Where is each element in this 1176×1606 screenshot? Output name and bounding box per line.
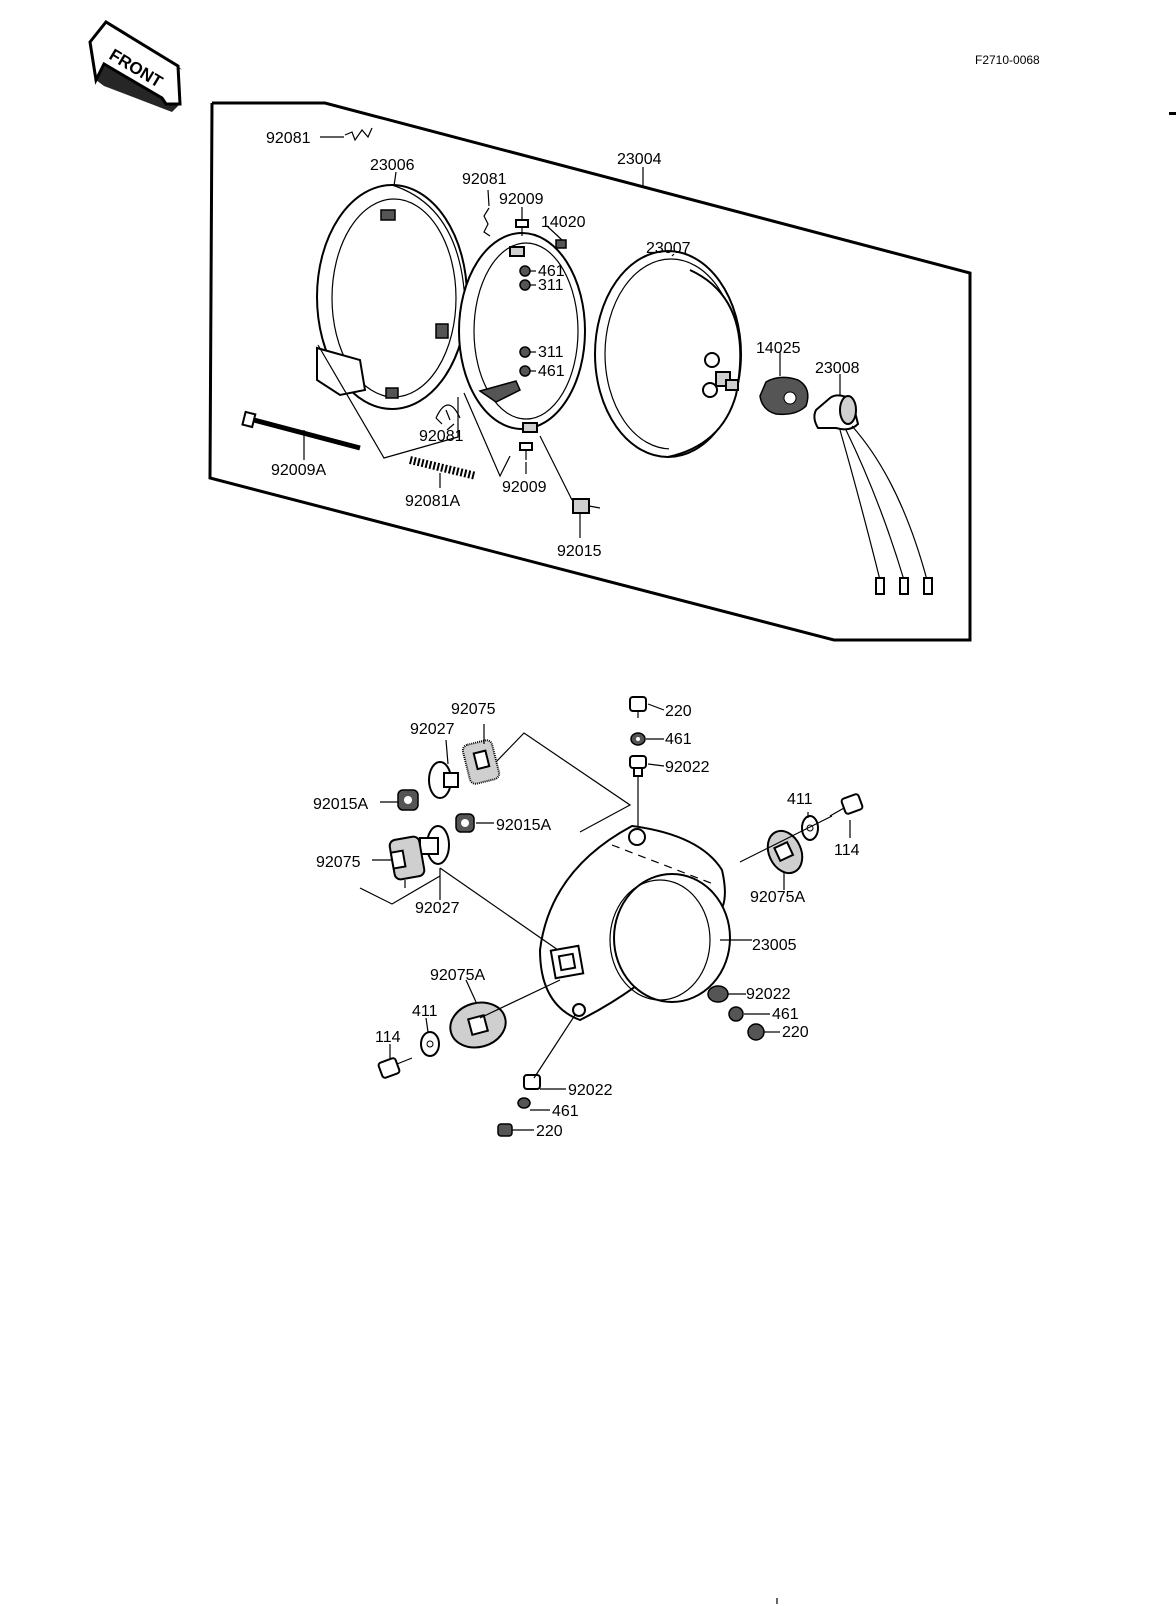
- edge-mark: [1169, 112, 1176, 115]
- label-461: 461: [538, 263, 565, 280]
- label-92075A: 92075A: [750, 889, 805, 906]
- spring-92081-mid: [483, 207, 491, 237]
- label-114: 114: [834, 842, 860, 859]
- label-220: 220: [665, 703, 692, 720]
- boot-14025: [759, 376, 809, 416]
- spring-92081A: [409, 456, 477, 480]
- inner-ring-14020: [458, 232, 586, 433]
- label-411: 411: [412, 1003, 438, 1020]
- socket-23008: [813, 394, 933, 595]
- grommet-92075A-left: [449, 1001, 507, 1049]
- nut-92015A-right: [455, 813, 475, 833]
- label-92081: 92081: [462, 171, 507, 188]
- label-92027: 92027: [415, 900, 460, 917]
- label-23006: 23006: [370, 157, 415, 174]
- label-311: 311: [538, 277, 564, 294]
- washer-461-bottom: [517, 1097, 531, 1109]
- bolt-220-bottom: [497, 1123, 513, 1137]
- label-92015A: 92015A: [313, 796, 368, 813]
- label-92075: 92075: [451, 701, 496, 718]
- collar-92022-bottom: [523, 1074, 541, 1090]
- kit-23004-boundary: [208, 101, 972, 642]
- label-23005: 23005: [752, 937, 797, 954]
- label-411: 411: [787, 791, 813, 808]
- washer-411-left: [420, 1031, 440, 1057]
- label-220: 220: [782, 1024, 809, 1041]
- sealed-beam-23007: [594, 250, 742, 458]
- callout-labels: 92081 23006 92081 92009 14020 23004 2300…: [266, 130, 860, 1140]
- bolt-114-left: [377, 1057, 413, 1079]
- screw-92009-top: [515, 219, 529, 236]
- collar-92022-top: [629, 755, 647, 777]
- label-92015: 92015: [557, 543, 602, 560]
- label-92009: 92009: [499, 191, 544, 208]
- grommet-92075-left: [388, 835, 426, 881]
- grommet-92075A-right: [766, 829, 804, 875]
- front-arrow-badge: FRONT: [88, 20, 182, 112]
- screw-92009-low: [519, 442, 533, 460]
- label-92009: 92009: [502, 479, 547, 496]
- adjuster-92015: [572, 498, 601, 514]
- housing-23005: [538, 824, 731, 1022]
- long-screw-92009A: [241, 410, 361, 451]
- washer-92027-top: [428, 761, 459, 799]
- label-461: 461: [772, 1006, 799, 1023]
- spring-92081-top: [344, 127, 373, 142]
- grommet-92075-top: [461, 739, 501, 785]
- label-23007: 23007: [646, 240, 691, 257]
- label-14025: 14025: [756, 340, 801, 357]
- nut-92015A-left: [397, 789, 419, 811]
- label-92081: 92081: [419, 428, 464, 445]
- label-92022: 92022: [568, 1082, 613, 1099]
- label-220: 220: [536, 1123, 563, 1140]
- washer-461-right: [728, 1006, 744, 1022]
- label-461: 461: [665, 731, 692, 748]
- label-23004: 23004: [617, 151, 662, 168]
- label-92022: 92022: [746, 986, 791, 1003]
- spring-92081-low: [435, 404, 461, 425]
- bolt-220-top: [629, 696, 647, 718]
- label-23008: 23008: [815, 360, 860, 377]
- washer-92027-low: [419, 825, 450, 865]
- label-92022: 92022: [665, 759, 710, 776]
- bolt-220-right: [747, 1023, 765, 1041]
- label-92081: 92081: [266, 130, 311, 147]
- leaders-lower: [359, 703, 851, 1131]
- label-461: 461: [538, 363, 565, 380]
- rim-23006: [316, 184, 468, 410]
- label-14020: 14020: [541, 214, 586, 231]
- label-92075A: 92075A: [430, 967, 485, 984]
- collar-92022-right: [707, 985, 729, 1003]
- label-92015A: 92015A: [496, 817, 551, 834]
- label-461: 461: [552, 1103, 579, 1120]
- drawing-code: F2710-0068: [975, 53, 1040, 67]
- label-92075: 92075: [316, 854, 361, 871]
- label-92081A: 92081A: [405, 493, 460, 510]
- label-92027: 92027: [410, 721, 455, 738]
- bolt-114-right: [829, 793, 864, 817]
- label-92009A: 92009A: [271, 462, 326, 479]
- washer-461-top: [630, 732, 646, 746]
- leaders-upper: [303, 136, 841, 538]
- washer-411-right: [801, 815, 819, 841]
- label-311: 311: [538, 344, 564, 361]
- label-114: 114: [375, 1029, 401, 1046]
